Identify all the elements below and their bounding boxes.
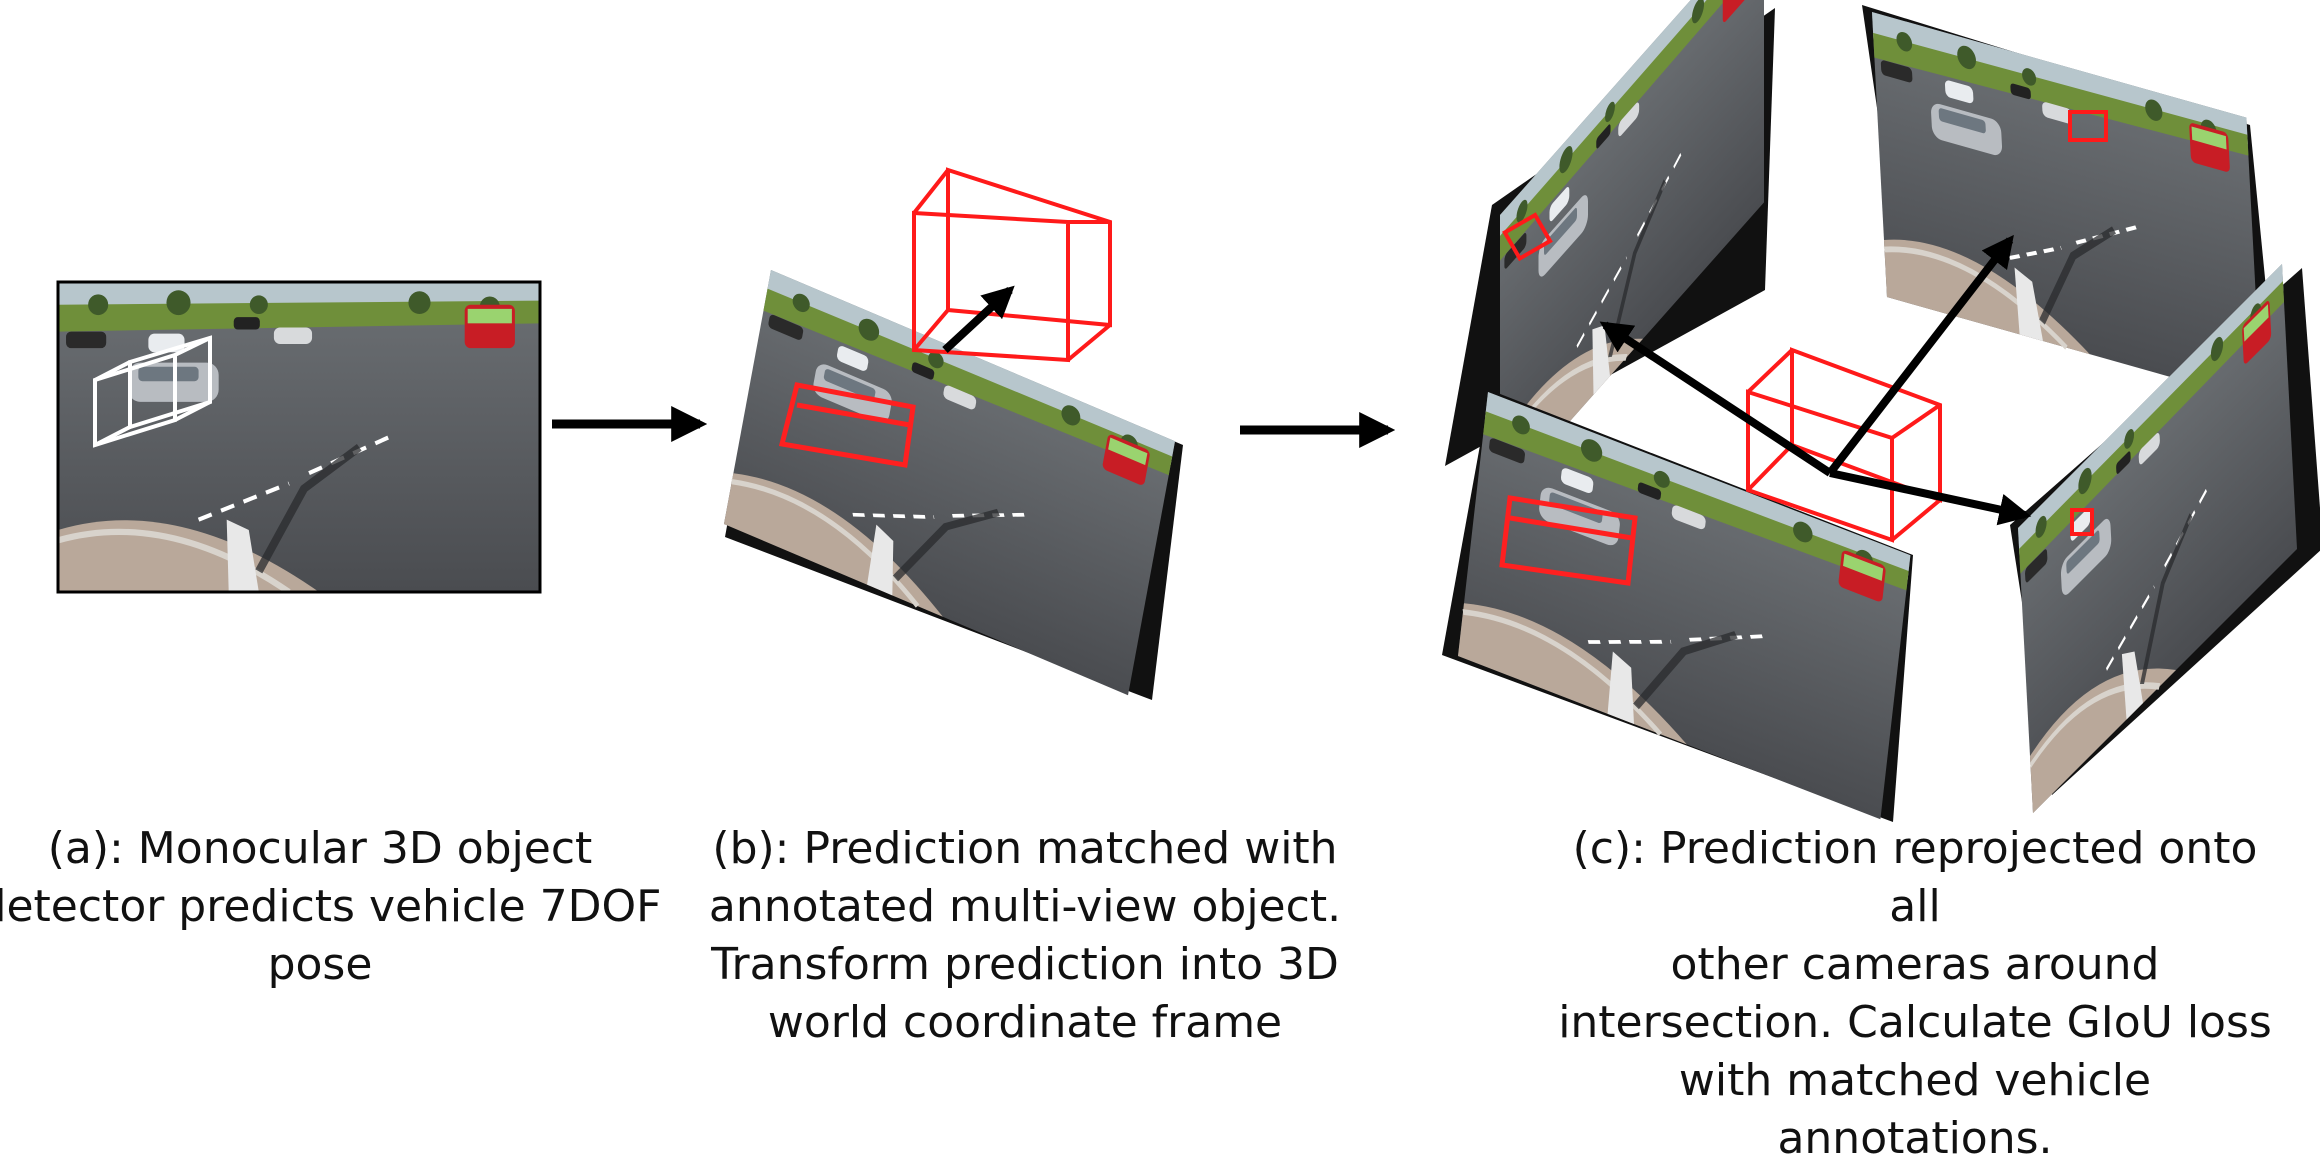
reprojection-arrows xyxy=(1599,234,2032,526)
camera-view-top-left xyxy=(1445,0,1775,500)
detector-3d-box xyxy=(93,335,212,448)
caption-c: (c): Prediction reprojected onto all oth… xyxy=(1558,823,2272,1164)
world-frame-3d-box xyxy=(912,167,1112,363)
pipeline-diagram xyxy=(56,0,2320,1060)
panel-a-camera-image xyxy=(56,280,542,594)
caption-a: (a): Monocular 3D object detector predic… xyxy=(0,823,662,990)
caption-b: (b): Prediction matched with annotated m… xyxy=(708,823,1342,1048)
camera-view-top-right xyxy=(1862,5,2275,403)
panel-b-camera-image xyxy=(724,270,1183,700)
matched-prediction-box xyxy=(778,382,916,468)
camera-view-bottom-left xyxy=(1442,390,1913,822)
arrow-image-to-world xyxy=(942,285,1015,353)
camera-view-right xyxy=(2010,264,2320,813)
